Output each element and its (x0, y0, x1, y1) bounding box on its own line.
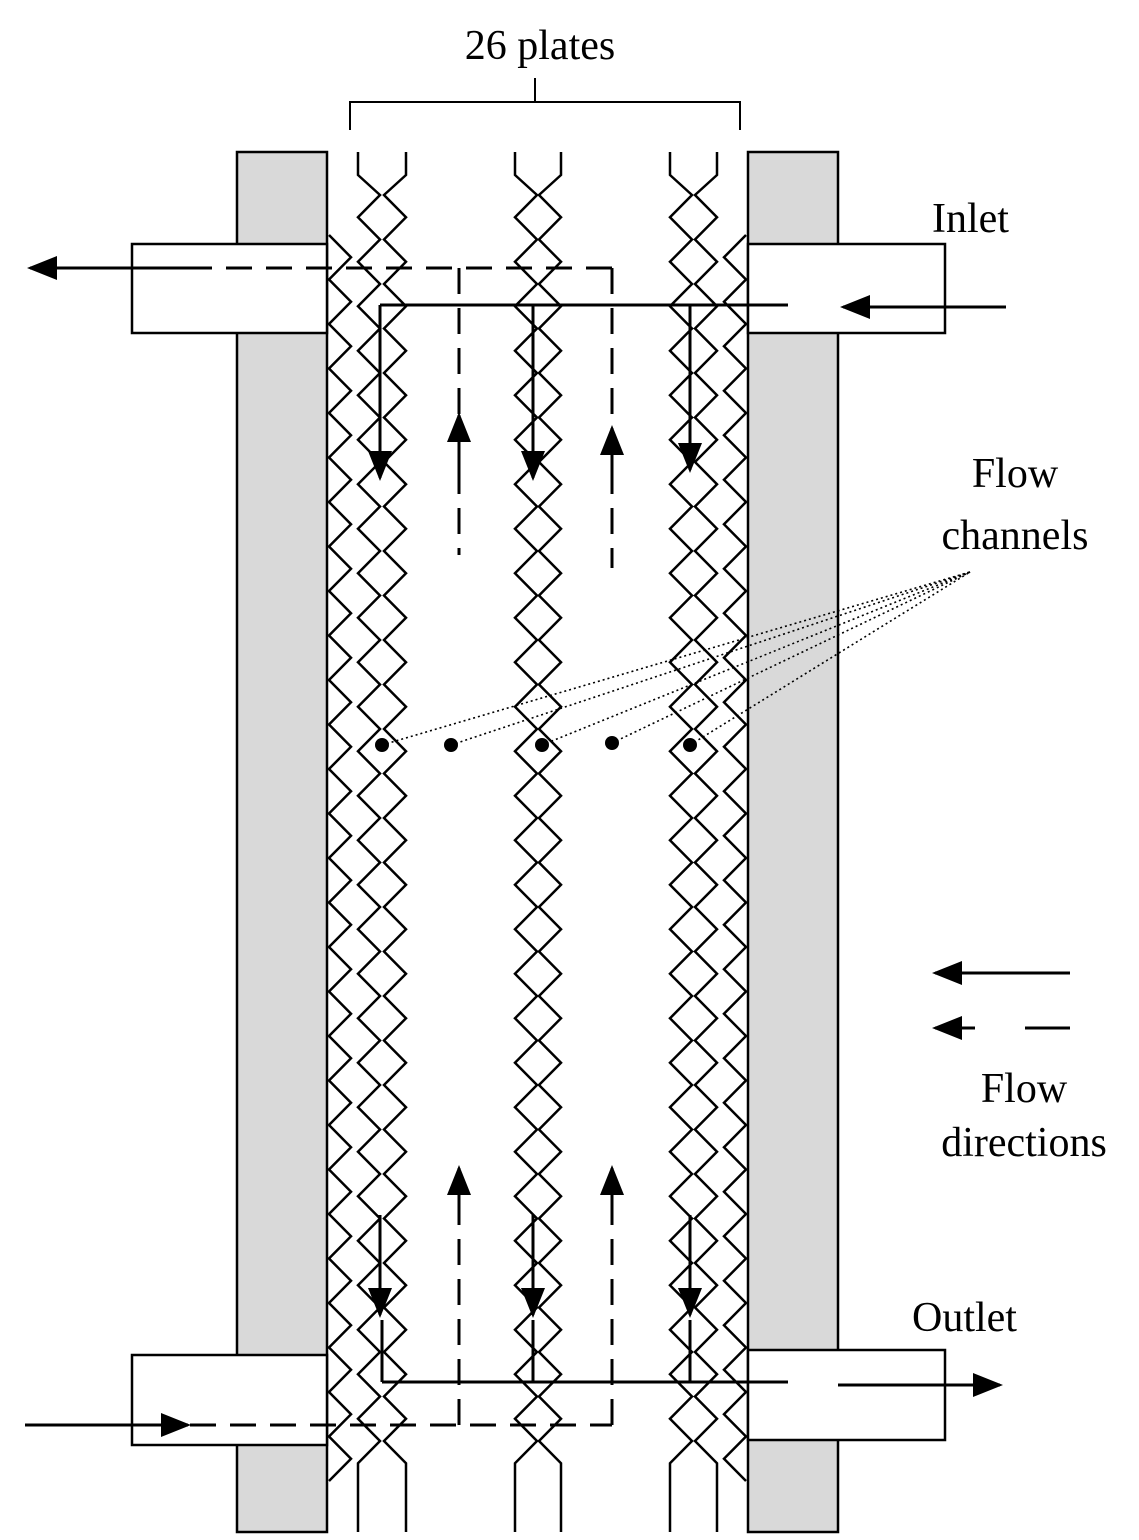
flow-channels-label-line1: Flow (971, 451, 1059, 497)
channel-dot (605, 736, 619, 750)
channel-dot (535, 738, 549, 752)
flow-directions-label-line2: directions (941, 1120, 1107, 1166)
corrugated-plates (327, 152, 748, 1532)
plate-6 (693, 152, 719, 1532)
right-frame-plate (746, 150, 840, 1534)
bottom-left-port (130, 1353, 329, 1447)
flow-directions-label-line1: Flow (980, 1066, 1068, 1112)
left-end-plate (327, 234, 353, 1482)
plates-count-label: 26 plates (464, 23, 616, 69)
right-end-plate (722, 234, 748, 1482)
plates-bracket (349, 78, 741, 130)
solid-flow-path (368, 295, 1006, 1397)
top-left-port (130, 242, 329, 335)
channel-dot (683, 738, 697, 752)
plate-4 (537, 152, 563, 1532)
outlet-port (746, 1348, 947, 1442)
flow-direction-legend (932, 961, 1070, 1040)
plate-5 (668, 152, 694, 1532)
left-frame-plate (235, 150, 329, 1534)
inlet-label: Inlet (932, 196, 1009, 242)
outlet-label: Outlet (912, 1295, 1017, 1341)
inlet-port (746, 242, 947, 335)
flow-channels-label-line2: channels (941, 513, 1089, 559)
plate-2 (382, 152, 408, 1532)
plate-1 (356, 152, 382, 1532)
flow-channel-markers (375, 571, 971, 752)
channel-dot (375, 738, 389, 752)
channel-dot (444, 738, 458, 752)
